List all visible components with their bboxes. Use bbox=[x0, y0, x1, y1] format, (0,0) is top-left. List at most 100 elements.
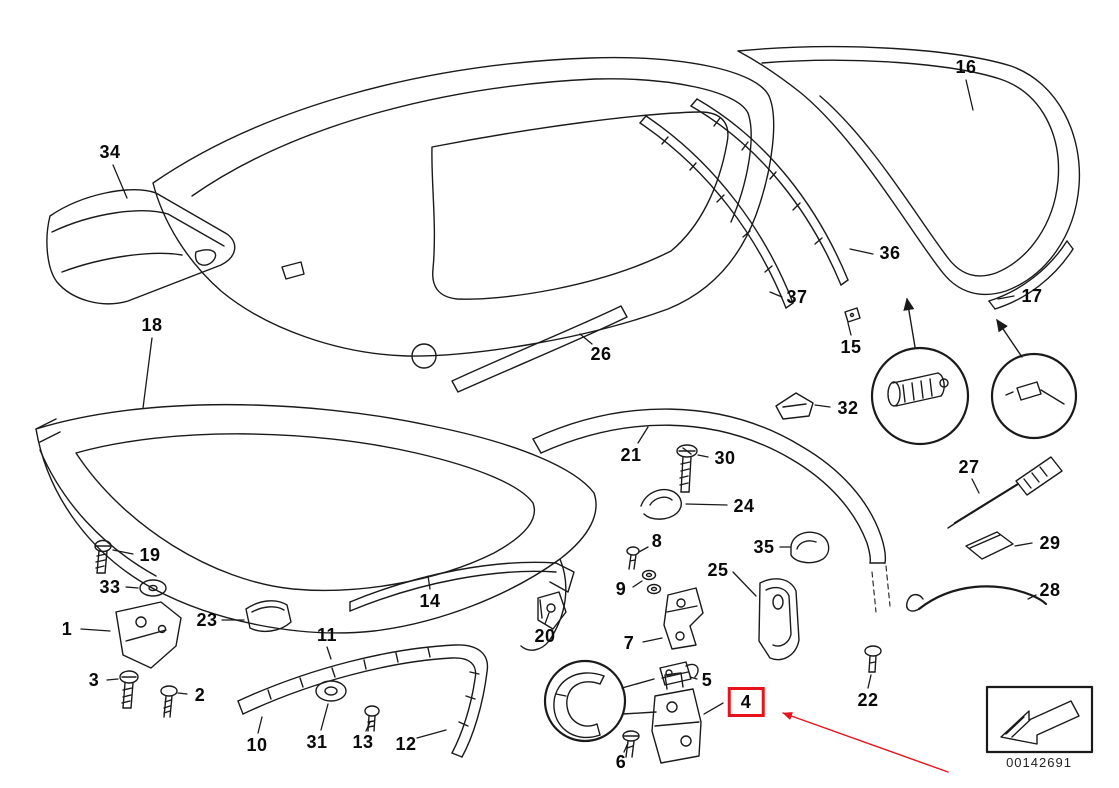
legend-box bbox=[985, 685, 1094, 754]
part-2-bolt bbox=[160, 685, 178, 718]
part-label-21: 21 bbox=[620, 445, 642, 465]
part-16-rear-window-glass bbox=[737, 45, 1081, 296]
leader-line-8 bbox=[638, 546, 649, 553]
part-label-24: 24 bbox=[733, 496, 755, 516]
part-label-27: 27 bbox=[958, 457, 980, 477]
part-34-storage-cover bbox=[46, 189, 236, 305]
part-label-12: 12 bbox=[395, 734, 417, 754]
part-label-16: 16 bbox=[955, 57, 977, 77]
leader-line-36 bbox=[849, 248, 874, 255]
leader-line-24 bbox=[685, 503, 728, 506]
part-label-28: 28 bbox=[1039, 580, 1061, 600]
part-label-18: 18 bbox=[141, 315, 163, 335]
leader-line-21 bbox=[637, 426, 649, 444]
leader-line-16 bbox=[965, 79, 974, 111]
part-26-trim-strip bbox=[451, 305, 628, 393]
part-23-flap bbox=[245, 600, 292, 633]
direction-arrow-icon bbox=[1000, 700, 1080, 745]
part-label-11: 11 bbox=[316, 625, 338, 645]
part-6-bolt bbox=[622, 730, 640, 758]
leader-line-12 bbox=[416, 729, 447, 739]
part-18-hardtop-shell bbox=[35, 403, 597, 651]
diagram-id-label: 00142691 bbox=[1006, 755, 1072, 770]
part-label-33: 33 bbox=[99, 577, 121, 597]
leader-line-26 bbox=[579, 333, 593, 345]
part-label-2: 2 bbox=[194, 685, 206, 705]
highlight-arrow bbox=[782, 712, 949, 773]
leader-line-20 bbox=[544, 612, 550, 625]
part-label-5: 5 bbox=[701, 670, 713, 690]
leader-line-34 bbox=[112, 164, 128, 199]
part-label-22: 22 bbox=[857, 690, 879, 710]
part-5-latch bbox=[659, 661, 699, 686]
part-21-rear-rail bbox=[532, 408, 891, 613]
part-33-washer bbox=[139, 579, 167, 597]
part-label-26: 26 bbox=[590, 344, 612, 364]
part-36-seal-strip bbox=[690, 98, 849, 286]
part-label-15: 15 bbox=[840, 337, 862, 357]
part-32-wedge bbox=[775, 392, 814, 420]
leader-line-27 bbox=[971, 478, 980, 494]
magnifier-detail-glass-pin bbox=[990, 318, 1078, 440]
leader-line-28 bbox=[1027, 594, 1037, 600]
leader-line-30 bbox=[697, 454, 709, 458]
part-14-trim bbox=[349, 561, 575, 612]
magnifier-detail-seal-end bbox=[870, 297, 970, 446]
leader-line-9 bbox=[632, 580, 643, 588]
part-label-4: 4 bbox=[727, 687, 765, 717]
part-label-25: 25 bbox=[707, 560, 729, 580]
part-28-hook-wrench bbox=[906, 585, 1048, 612]
leader-line-18 bbox=[142, 337, 153, 409]
part-4-mounting-bracket bbox=[651, 672, 702, 764]
leader-line-7 bbox=[642, 637, 663, 643]
leader-line-29 bbox=[1014, 542, 1033, 547]
part-label-30: 30 bbox=[714, 448, 736, 468]
leader-line-5 bbox=[689, 676, 698, 680]
leader-line-17 bbox=[997, 295, 1015, 300]
part-1-bracket bbox=[115, 601, 182, 669]
part-30-screw bbox=[676, 444, 698, 493]
leader-line-19 bbox=[112, 549, 134, 555]
part-label-8: 8 bbox=[651, 531, 663, 551]
magnifier-detail-latch-profile bbox=[543, 659, 657, 743]
part-label-35: 35 bbox=[753, 537, 775, 557]
part-label-3: 3 bbox=[88, 670, 100, 690]
leader-line-37 bbox=[769, 291, 783, 298]
part-15-clip bbox=[844, 307, 861, 323]
part-label-9: 9 bbox=[615, 579, 627, 599]
part-29-pad bbox=[965, 531, 1014, 560]
part-25-bracket bbox=[758, 578, 800, 661]
part-19-screw bbox=[94, 539, 112, 574]
leader-line-10 bbox=[257, 716, 263, 734]
part-13-bolt bbox=[364, 705, 380, 732]
part-label-31: 31 bbox=[306, 732, 328, 752]
part-17-glass-seal bbox=[988, 240, 1074, 310]
leader-line-6 bbox=[623, 742, 629, 753]
leader-line-14 bbox=[427, 575, 431, 590]
leader-line-33 bbox=[125, 586, 139, 589]
part-label-19: 19 bbox=[139, 545, 161, 565]
leader-line-1 bbox=[80, 628, 111, 632]
part-10-11-12-seal-strip bbox=[237, 644, 489, 758]
leader-line-11 bbox=[326, 646, 332, 660]
part-3-bolt bbox=[119, 670, 139, 709]
part-label-14: 14 bbox=[419, 591, 441, 611]
part-22-rivet bbox=[864, 645, 882, 673]
part-label-36: 36 bbox=[879, 243, 901, 263]
part-label-13: 13 bbox=[352, 732, 374, 752]
leader-line-25 bbox=[732, 571, 757, 597]
part-9-washers bbox=[641, 569, 662, 595]
part-label-17: 17 bbox=[1021, 286, 1043, 306]
part-37-seal-strip bbox=[639, 115, 794, 309]
part-label-7: 7 bbox=[623, 633, 635, 653]
part-31-washer bbox=[315, 680, 347, 702]
leader-line-15 bbox=[847, 322, 852, 336]
leader-line-13 bbox=[365, 721, 371, 732]
leader-line-2 bbox=[177, 692, 188, 695]
part-7-hinge bbox=[663, 587, 704, 650]
leader-line-32 bbox=[814, 404, 831, 408]
leader-lines bbox=[80, 79, 1037, 753]
part-24-clamp bbox=[640, 488, 682, 520]
